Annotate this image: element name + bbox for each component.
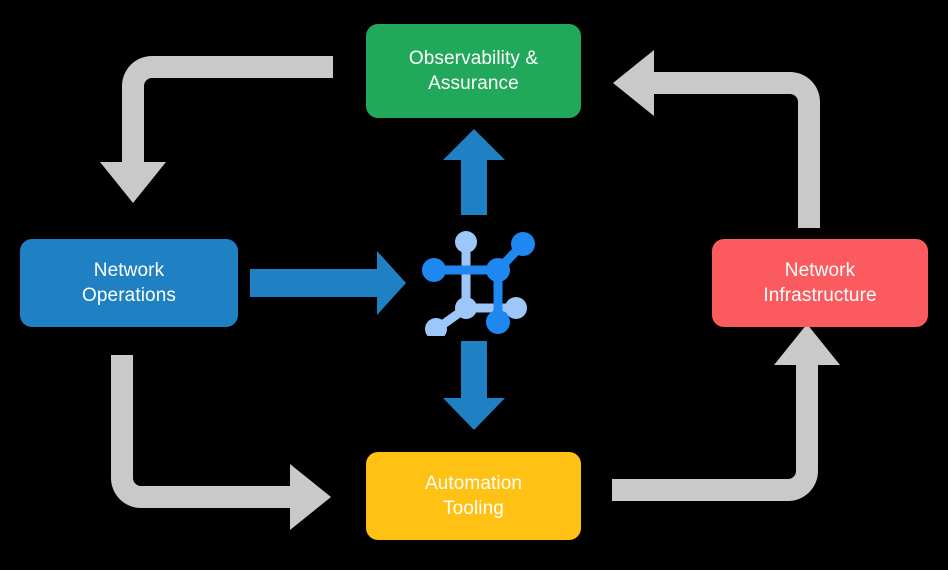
connector-operations-to-automation <box>111 355 331 530</box>
connector-center-to-automation <box>443 341 505 430</box>
node-box-automation-tooling[interactable]: Automation Tooling <box>366 452 581 540</box>
connector-observability-to-operations <box>100 56 333 203</box>
node-label-network-infrastructure: Network Infrastructure <box>763 259 877 306</box>
node-label-observability: Observability & Assurance <box>408 47 539 94</box>
mesh-nodes-dark <box>422 232 535 334</box>
mesh-nodes-light <box>425 231 527 336</box>
connector-operations-to-center <box>250 251 406 315</box>
node-label-network-operations: Network Operations <box>82 259 176 306</box>
node-box-network-infrastructure[interactable]: Network Infrastructure <box>712 239 928 327</box>
connector-center-to-observability <box>443 129 505 215</box>
connector-infrastructure-to-observability <box>613 50 820 228</box>
node-box-observability[interactable]: Observability & Assurance <box>366 24 581 118</box>
node-box-network-operations[interactable]: Network Operations <box>20 239 238 327</box>
network-topology-icon <box>422 231 535 336</box>
node-label-automation-tooling: Automation Tooling <box>424 472 523 519</box>
connector-automation-to-infrastructure <box>612 324 840 501</box>
